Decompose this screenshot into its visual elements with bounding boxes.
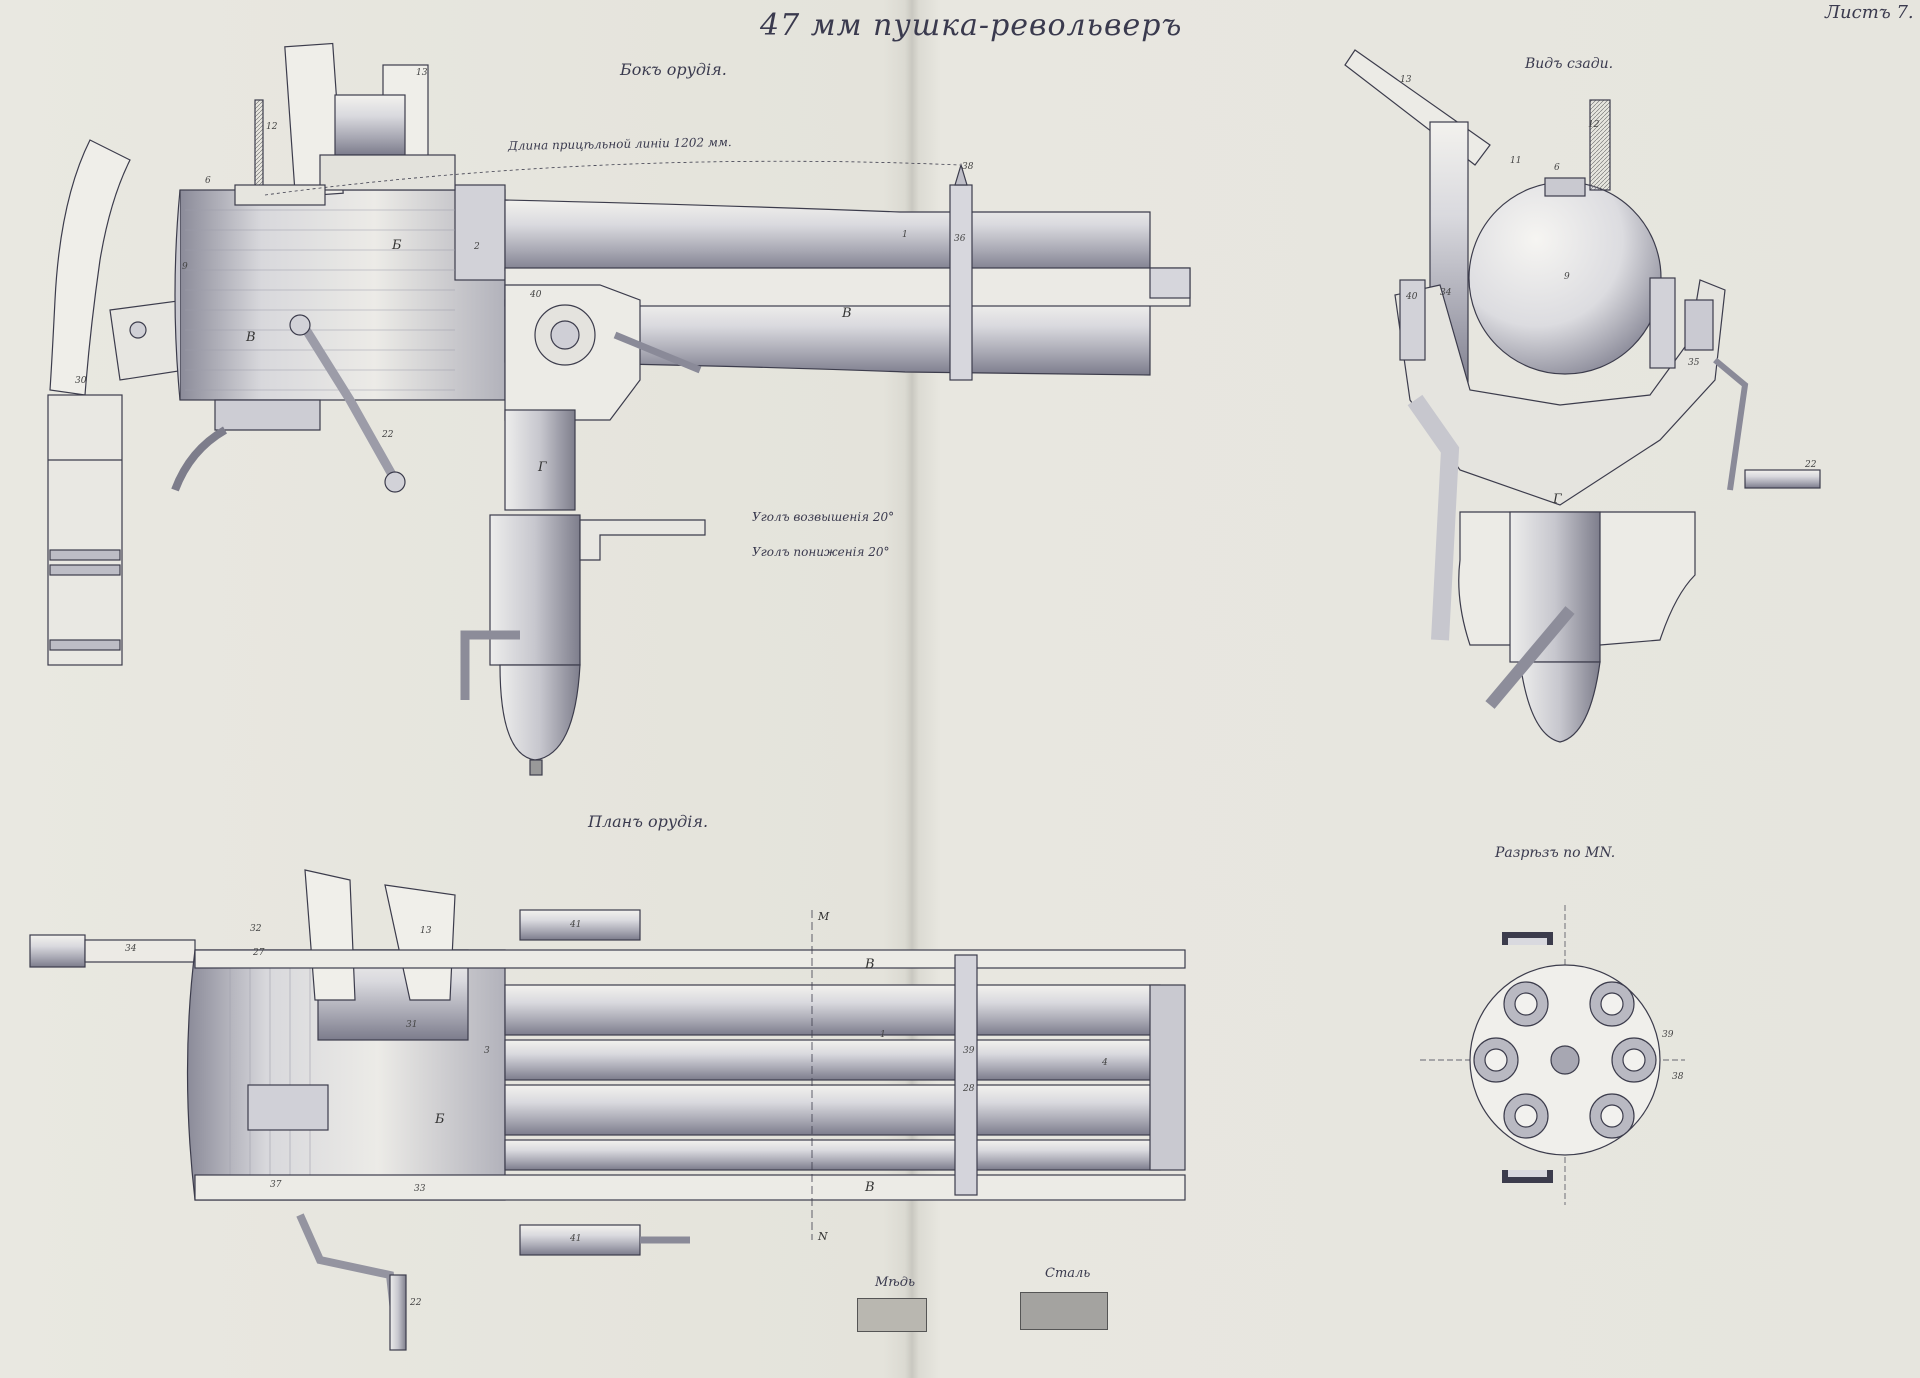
part-num: 9 bbox=[182, 262, 188, 272]
part-num: 12 bbox=[266, 122, 278, 132]
part-letter-g-side: Г bbox=[538, 460, 547, 475]
part-num: 22 bbox=[1805, 460, 1817, 470]
depression-angle-note: Уголъ пониженія 20° bbox=[752, 545, 890, 559]
part-num: 39 bbox=[963, 1046, 975, 1056]
part-letter-g-rear: Г bbox=[1553, 492, 1562, 507]
legend-steel-swatch bbox=[1020, 1292, 1108, 1330]
part-num: 1 bbox=[880, 1030, 886, 1040]
part-num: 28 bbox=[963, 1084, 975, 1094]
part-num: 27 bbox=[253, 948, 265, 958]
part-num: 13 bbox=[1400, 75, 1412, 85]
part-num: 31 bbox=[406, 1020, 418, 1030]
part-num: 9 bbox=[1564, 272, 1570, 282]
plan-view bbox=[29, 869, 1186, 1351]
part-letter-v-plan-top: В bbox=[865, 957, 875, 972]
part-letter-v-side-right: В bbox=[842, 306, 852, 321]
part-letter-v-side-left: В bbox=[246, 330, 256, 345]
rear-view-title: Видъ сзади. bbox=[1525, 56, 1614, 72]
legend-steel-label: Сталь bbox=[1045, 1266, 1091, 1281]
part-num: 36 bbox=[954, 234, 966, 244]
side-view-title: Бокъ орудія. bbox=[620, 60, 727, 79]
part-num: 2 bbox=[474, 242, 480, 252]
part-num: 22 bbox=[382, 430, 394, 440]
part-num: 37 bbox=[270, 1180, 282, 1190]
part-num: 32 bbox=[250, 924, 262, 934]
part-num: 1 bbox=[902, 230, 908, 240]
part-num: 41 bbox=[570, 1234, 582, 1244]
sheet-number: Листъ 7. bbox=[1825, 2, 1914, 23]
part-num: 40 bbox=[1406, 292, 1418, 302]
part-num: 41 bbox=[570, 920, 582, 930]
part-num: 13 bbox=[420, 926, 432, 936]
part-num: 4 bbox=[1102, 1058, 1108, 1068]
part-num: 39 bbox=[1662, 1030, 1674, 1040]
legend-copper-label: Мѣдь bbox=[875, 1275, 916, 1290]
part-num: 35 bbox=[1688, 358, 1700, 368]
part-letter-v-plan-bottom: В bbox=[865, 1180, 875, 1195]
section-mark-n: N bbox=[818, 1230, 828, 1243]
part-num: 13 bbox=[416, 68, 428, 78]
part-num: 12 bbox=[1588, 120, 1600, 130]
sheet-title: 47 мм пушка-револьверъ bbox=[760, 8, 1183, 43]
side-view bbox=[47, 42, 1191, 776]
legend-copper-swatch bbox=[857, 1298, 927, 1332]
part-letter-b-side: Б bbox=[392, 238, 402, 253]
part-num: 33 bbox=[414, 1184, 426, 1194]
part-num: 22 bbox=[410, 1298, 422, 1308]
part-num: 40 bbox=[530, 290, 542, 300]
part-num: 3 bbox=[484, 1046, 490, 1056]
elevation-angle-note: Уголъ возвышенія 20° bbox=[752, 510, 895, 524]
part-num: 6 bbox=[205, 176, 211, 186]
part-num: 34 bbox=[1440, 288, 1452, 298]
section-mark-m: M bbox=[818, 910, 830, 923]
part-num: 34 bbox=[125, 944, 137, 954]
part-num: 38 bbox=[962, 162, 974, 172]
part-letter-b-plan: Б bbox=[435, 1112, 445, 1127]
section-mn bbox=[1420, 905, 1685, 1205]
part-num: 30 bbox=[75, 376, 87, 386]
section-view-title: Разрѣзъ по MN. bbox=[1495, 845, 1616, 861]
part-num: 11 bbox=[1510, 156, 1522, 166]
rear-view bbox=[1344, 49, 1821, 743]
part-num: 6 bbox=[1554, 163, 1560, 173]
plan-view-title: Планъ орудія. bbox=[588, 812, 709, 831]
part-num: 38 bbox=[1672, 1072, 1684, 1082]
